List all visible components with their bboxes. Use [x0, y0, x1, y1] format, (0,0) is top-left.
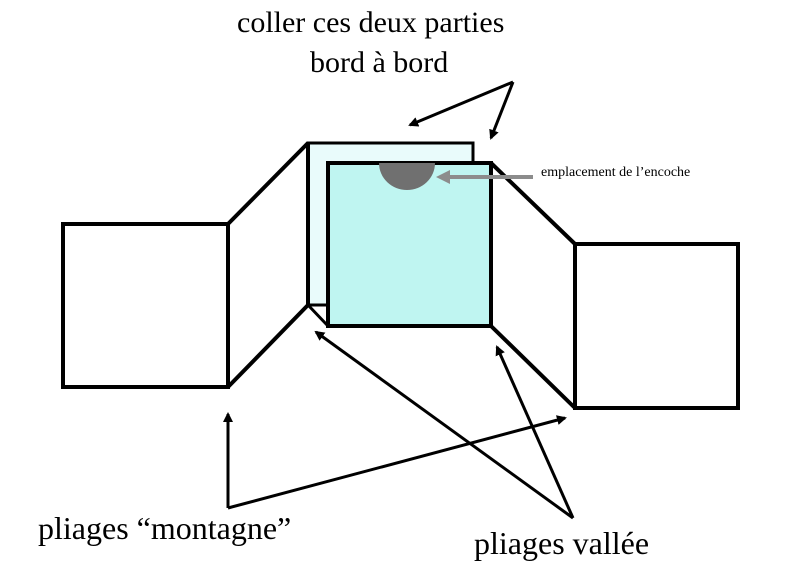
glue-instruction-line-2: bord à bord	[310, 46, 449, 79]
valley-arrow-left	[314, 330, 574, 520]
valley-arrow-right	[495, 345, 575, 519]
left-square-panel	[61, 222, 230, 389]
right-connector-bottom-edge	[489, 324, 577, 410]
left-connector-bottom-edge	[226, 303, 310, 389]
front-panel	[326, 161, 493, 328]
mountain-folds-label: pliages “montagne”	[38, 510, 292, 546]
notch-label: emplacement de l’encoche	[541, 165, 691, 180]
glue-arrow-left	[408, 80, 514, 127]
left-connector-top-edge	[226, 141, 310, 226]
glue-instruction-line-1: coller ces deux parties	[237, 6, 505, 39]
notch	[379, 163, 435, 190]
glue-arrow-right	[489, 81, 515, 140]
front-panel-bottom-connector	[306, 303, 330, 328]
right-square-panel	[573, 242, 740, 410]
valley-folds-label: pliages vallée	[474, 525, 650, 561]
mountain-arrow-right	[227, 415, 567, 510]
